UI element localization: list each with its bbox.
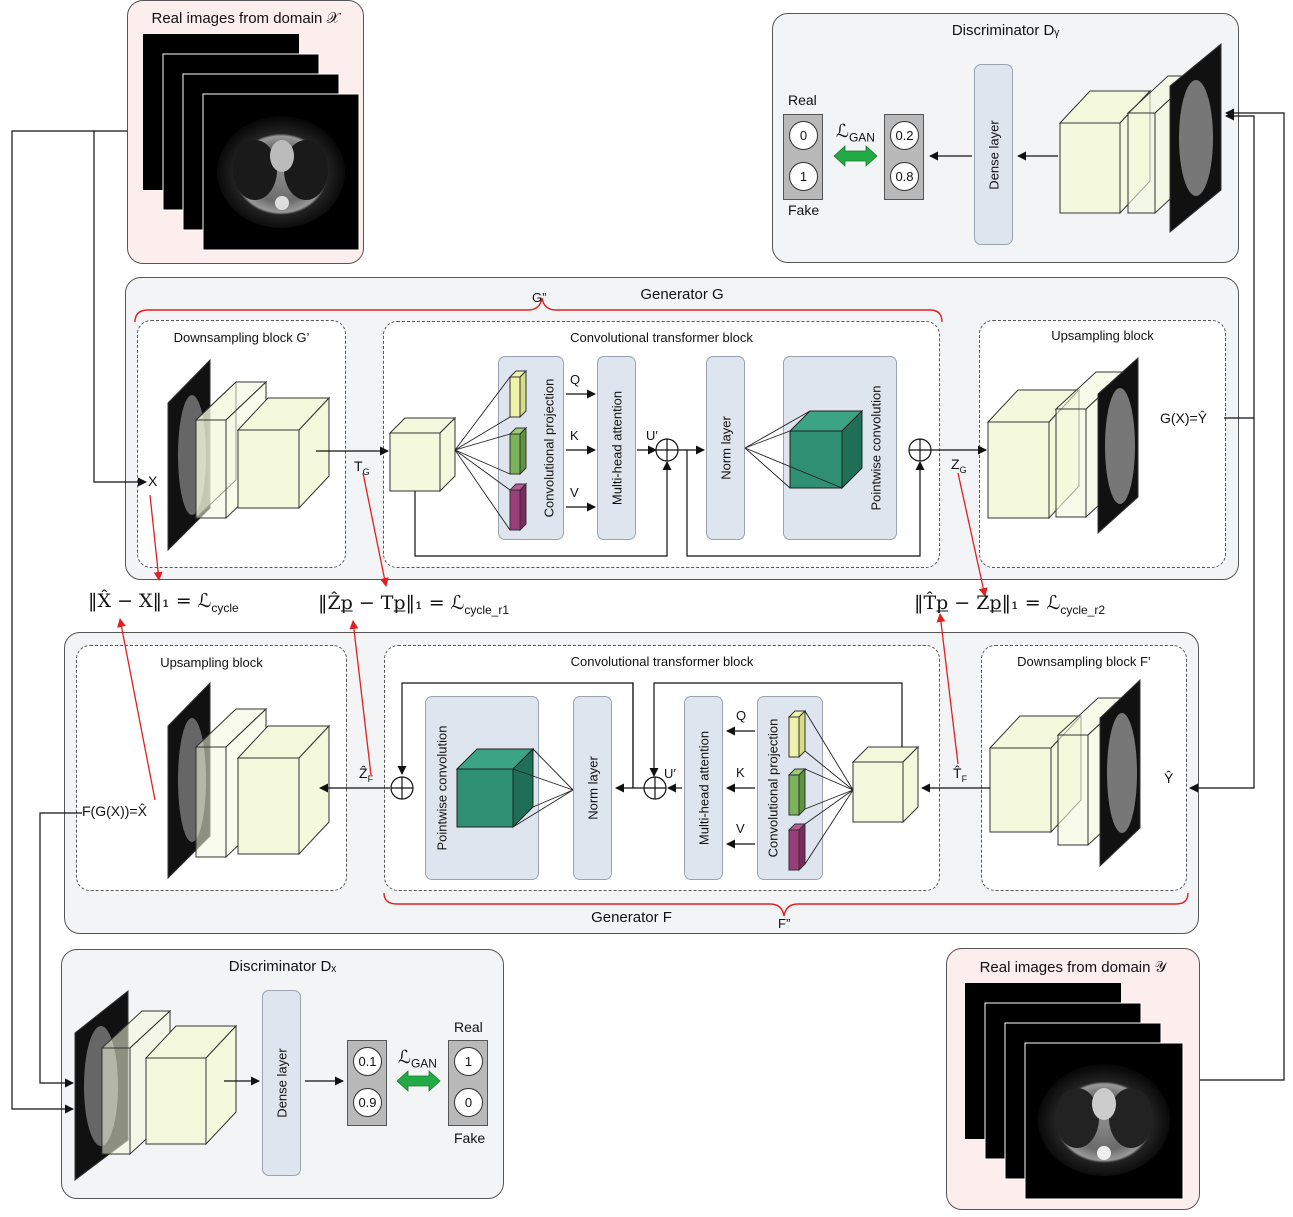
g-input-x-label: X: [148, 473, 157, 489]
f-tf-cube: [853, 747, 918, 822]
f-u-label: U′: [664, 766, 676, 781]
f-tf-label: T̂F: [953, 765, 967, 784]
g-output-label: G(X)=Ŷ: [1160, 410, 1207, 426]
f-k-label: K: [736, 765, 745, 780]
dy-slice: [1170, 44, 1221, 232]
g-tg-cube: [390, 418, 455, 491]
g-v-label: V: [570, 485, 579, 500]
dx-cube-2: [146, 1026, 236, 1144]
dy-output-bottom: 0.8: [890, 162, 919, 191]
g-k-slab: [510, 428, 526, 474]
dy-target-bottom: 1: [789, 162, 818, 191]
g-projection-lines: [455, 377, 510, 530]
g-pointwise-cube: [790, 411, 862, 488]
dx-output-box: 0.1 0.9: [347, 1040, 387, 1126]
dx-target-bottom: 0: [454, 1088, 483, 1117]
loss-cycle: ‖X̂ − X‖₁ = ℒcycle: [88, 590, 239, 615]
dx-output-bottom: 0.9: [353, 1088, 382, 1117]
ct-stack-y: [965, 983, 1183, 1199]
f-k-slab: [789, 769, 805, 815]
g-tg-label: TG: [354, 458, 370, 477]
g-q-label: Q: [570, 372, 580, 387]
dx-gan-arrow: [397, 1071, 440, 1091]
f-add-node-2: [391, 777, 413, 799]
loss-cycle-r2: ‖T̂ք − Zք‖₁ = ℒcycle_r2: [914, 592, 1105, 617]
dy-output-top: 0.2: [890, 121, 919, 150]
f-projection-lines: [805, 711, 853, 864]
g-v-slab: [510, 484, 526, 530]
f-v-slab: [789, 824, 805, 870]
f-up-cube-2: [238, 726, 329, 854]
loss-cycle-r1: ‖Ẑք − Tք‖₁ = ℒcycle_r1: [318, 592, 509, 617]
dy-gan-loss: ℒGAN: [836, 121, 875, 145]
f-zf-label: ẐF: [359, 765, 373, 784]
g-add-node-1: [656, 439, 678, 461]
g-k-label: K: [570, 428, 579, 443]
f-v-label: V: [736, 821, 745, 836]
dy-fake-label: Fake: [788, 202, 819, 218]
dy-output-box: 0.2 0.8: [884, 114, 924, 200]
dy-real-label: Real: [788, 92, 817, 108]
dy-gan-arrow: [834, 146, 877, 166]
dx-target-box: 1 0: [448, 1040, 488, 1126]
dy-target-box: 0 1: [783, 114, 823, 200]
brace-g-label: G”: [532, 290, 546, 305]
dx-fake-label: Fake: [454, 1130, 485, 1146]
f-input-label: Ŷ: [1164, 770, 1173, 786]
f-pointwise-cube: [457, 749, 533, 827]
ct-stack-x: [143, 34, 359, 250]
f-q-label: Q: [736, 708, 746, 723]
g-u-label: U′: [646, 428, 658, 443]
dx-output-top: 0.1: [353, 1047, 382, 1076]
f-double-prime-brace: [384, 893, 1188, 916]
g-zg-label: ZG: [951, 456, 967, 475]
f-add-node-1: [644, 777, 666, 799]
brace-f-label: F”: [778, 916, 790, 931]
dy-target-top: 0: [789, 121, 818, 150]
f-output-label: F(G(X))=X̂: [82, 803, 147, 819]
dx-gan-loss: ℒGAN: [398, 1047, 437, 1071]
g-add-node-2: [909, 439, 931, 461]
dx-real-label: Real: [454, 1019, 483, 1035]
dx-target-top: 1: [454, 1047, 483, 1076]
g-q-slab: [510, 371, 526, 417]
f-q-slab: [789, 711, 805, 757]
